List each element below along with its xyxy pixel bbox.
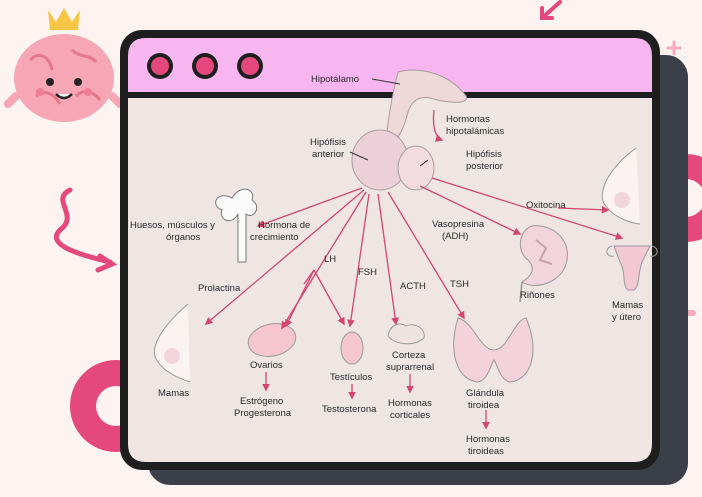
label-prolactina: Prolactina [198,283,241,294]
label-rinones: Riñones [520,290,555,301]
window-dot-2[interactable] [196,57,214,75]
corner-arrow-icon [542,2,560,18]
label-estrogeno: Estrógeno [240,396,283,407]
label-hormona-crecimiento-2: crecimiento [250,232,299,243]
label-hormonas-corticales-1: Hormonas [388,398,432,409]
label-huesos-1: Huesos, músculos y [130,220,215,231]
posterior-pituitary [398,146,434,190]
label-progesterona: Progesterona [234,408,292,419]
label-mamas-utero-1: Mamas [612,300,643,311]
label-mamas-utero-2: y útero [612,312,641,323]
label-hormonas-hipotalamicas-2: hipotalámicas [446,126,504,137]
label-fsh: FSH [358,267,377,278]
label-glandula-1: Glándula [466,388,505,399]
label-glandula-2: tiroidea [468,400,500,411]
brain-mascot-icon [8,8,120,122]
plus-icon [668,42,680,54]
label-corteza-1: Corteza [392,350,426,361]
label-hormonas-hipotalamicas-1: Hormonas [446,114,490,125]
window-dot-3[interactable] [241,57,259,75]
label-hormonas-tiroideas-2: tiroideas [468,446,504,457]
label-acth: ACTH [400,281,426,292]
label-hipofisis-posterior-1: Hipófisis [466,149,502,160]
label-huesos-2: órganos [166,232,201,243]
squiggle-arrow-icon [56,190,110,262]
label-vasopresina-2: (ADH) [442,231,468,242]
label-hormonas-corticales-2: corticales [390,410,430,421]
label-hormonas-tiroideas-1: Hormonas [466,434,510,445]
label-testosterona: Testosterona [322,404,377,415]
label-hipofisis-anterior-2: anterior [312,149,344,160]
testicle-icon [341,332,363,364]
label-lh: LH [324,254,336,265]
label-hipofisis-posterior-2: posterior [466,161,503,172]
adrenal-cortex-icon [388,324,424,344]
label-ovarios: Ovarios [250,360,283,371]
label-testiculos: Testículos [330,372,372,383]
label-oxitocina: Oxitocina [526,200,566,211]
label-tsh: TSH [450,279,469,290]
label-hipofisis-anterior-1: Hipófisis [310,137,346,148]
label-vasopresina-1: Vasopresina [432,219,485,230]
label-corteza-2: suprarrenal [386,362,434,373]
label-hipotalamo: Hipotálamo [311,74,359,85]
label-mamas: Mamas [158,388,189,399]
window-dot-1[interactable] [151,57,169,75]
label-hormona-crecimiento-1: Hormona de [258,220,310,231]
